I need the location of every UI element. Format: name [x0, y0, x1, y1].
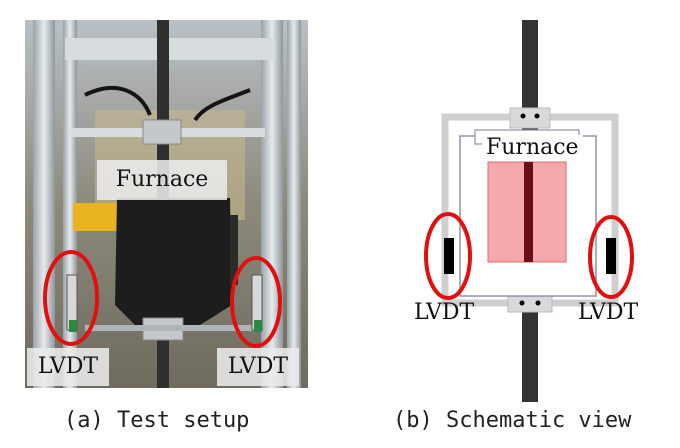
schematic-lvdt-left	[444, 238, 454, 274]
caption-test-setup: (a) Test setup	[64, 408, 250, 433]
schematic-lvdt-highlight-left	[424, 212, 472, 300]
left-column	[33, 20, 55, 388]
photo-furnace-label: Furnace	[97, 160, 227, 200]
lvdt-highlight-right	[230, 256, 282, 348]
caption-schematic-view: (b) Schematic view	[393, 408, 632, 433]
schematic-lvdt-right	[606, 238, 616, 274]
right-column	[261, 20, 283, 388]
test-setup-photo: Furnace LVDT LVDT	[25, 20, 308, 388]
photo-lvdt-left-label: LVDT	[27, 348, 109, 386]
yellow-controller	[73, 203, 119, 231]
schematic-lvdt-left-label: LVDT	[414, 300, 475, 325]
schematic-upper-grip	[509, 107, 551, 129]
schematic-view: Furnace LVDT LVDT	[400, 20, 670, 402]
upper-grip	[142, 119, 182, 145]
schematic-furnace-label: Furnace	[482, 135, 583, 160]
schematic-illustration	[424, 20, 634, 402]
furnace-body	[115, 198, 232, 325]
test-setup-illustration	[25, 20, 308, 388]
schematic-lvdt-right-label: LVDT	[578, 300, 639, 325]
photo-lvdt-right-label: LVDT	[217, 348, 299, 386]
lvdt-highlight-left	[43, 250, 99, 346]
schematic-lvdt-highlight-right	[588, 215, 634, 299]
schematic-specimen-rod	[524, 162, 533, 262]
